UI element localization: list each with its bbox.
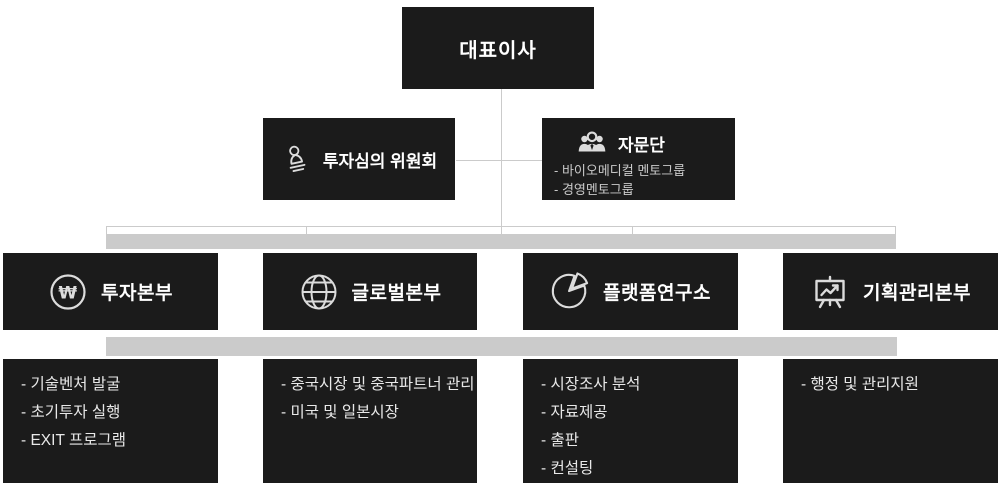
won-circle-icon: ₩: [48, 272, 88, 312]
division-title: 기획관리본부: [863, 283, 971, 304]
list-item: - 컨설팅: [541, 460, 594, 477]
list-item: - 기술벤처 발굴: [21, 376, 121, 393]
list-item: - 자료제공: [541, 404, 608, 421]
list-item: - 중국시장 및 중국파트너 관리: [281, 376, 475, 393]
list-item: - 시장조사 분석: [541, 376, 641, 393]
advisory-header: 자문단: [550, 125, 729, 161]
division-global-box: 글로벌본부: [263, 253, 477, 330]
division-title: 투자본부: [101, 283, 173, 304]
connector-level2-horizontal: [456, 160, 542, 161]
connector-tick: [106, 227, 107, 234]
division-planning-box: 기획관리본부: [783, 253, 998, 330]
advisory-item: - 경영멘토그룹: [554, 182, 634, 197]
division-platform-lab-box: 플랫폼연구소: [523, 253, 738, 330]
advisory-item: - 바이오메디컬 멘토그룹: [554, 163, 686, 178]
connector-bar-bottom: [106, 337, 897, 356]
division-planning-list: - 행정 및 관리지원: [783, 359, 998, 483]
division-platform-lab-list: - 시장조사 분석 - 자료제공 - 출판 - 컨설팅: [523, 359, 738, 483]
ceo-title: 대표이사: [459, 39, 537, 62]
list-item: - EXIT 프로그램: [21, 432, 126, 449]
advisory-title: 자문단: [618, 135, 665, 155]
ceo-box: 대표이사: [402, 7, 594, 89]
stamp-icon: [281, 143, 311, 175]
people-group-icon: [576, 128, 608, 158]
division-title: 글로벌본부: [351, 283, 442, 304]
division-investment-box: ₩ 투자본부: [3, 253, 218, 330]
committee-title: 투자심의 위원회: [322, 151, 438, 171]
connector-tick: [306, 227, 307, 234]
connector-tick: [895, 227, 896, 234]
list-item: - 미국 및 일본시장: [281, 404, 399, 421]
advisory-box: 자문단 - 바이오메디컬 멘토그룹 - 경영멘토그룹: [542, 118, 735, 200]
connector-tick: [632, 227, 633, 234]
division-global-list: - 중국시장 및 중국파트너 관리 - 미국 및 일본시장: [263, 359, 477, 483]
division-title: 플랫폼연구소: [603, 283, 711, 304]
connector-main-horizontal: [106, 226, 896, 227]
list-item: - 출판: [541, 432, 579, 449]
presentation-chart-icon: [810, 272, 850, 312]
division-investment-list: - 기술벤처 발굴 - 초기투자 실행 - EXIT 프로그램: [3, 359, 218, 483]
svg-text:₩: ₩: [58, 283, 77, 303]
globe-icon: [299, 272, 339, 312]
connector-root-vertical: [501, 89, 502, 234]
list-item: - 초기투자 실행: [21, 404, 121, 421]
list-item: - 행정 및 관리지원: [801, 376, 919, 393]
connector-bar-top: [106, 234, 896, 249]
pie-chart-icon: [550, 271, 590, 313]
committee-box: 투자심의 위원회: [263, 118, 455, 200]
